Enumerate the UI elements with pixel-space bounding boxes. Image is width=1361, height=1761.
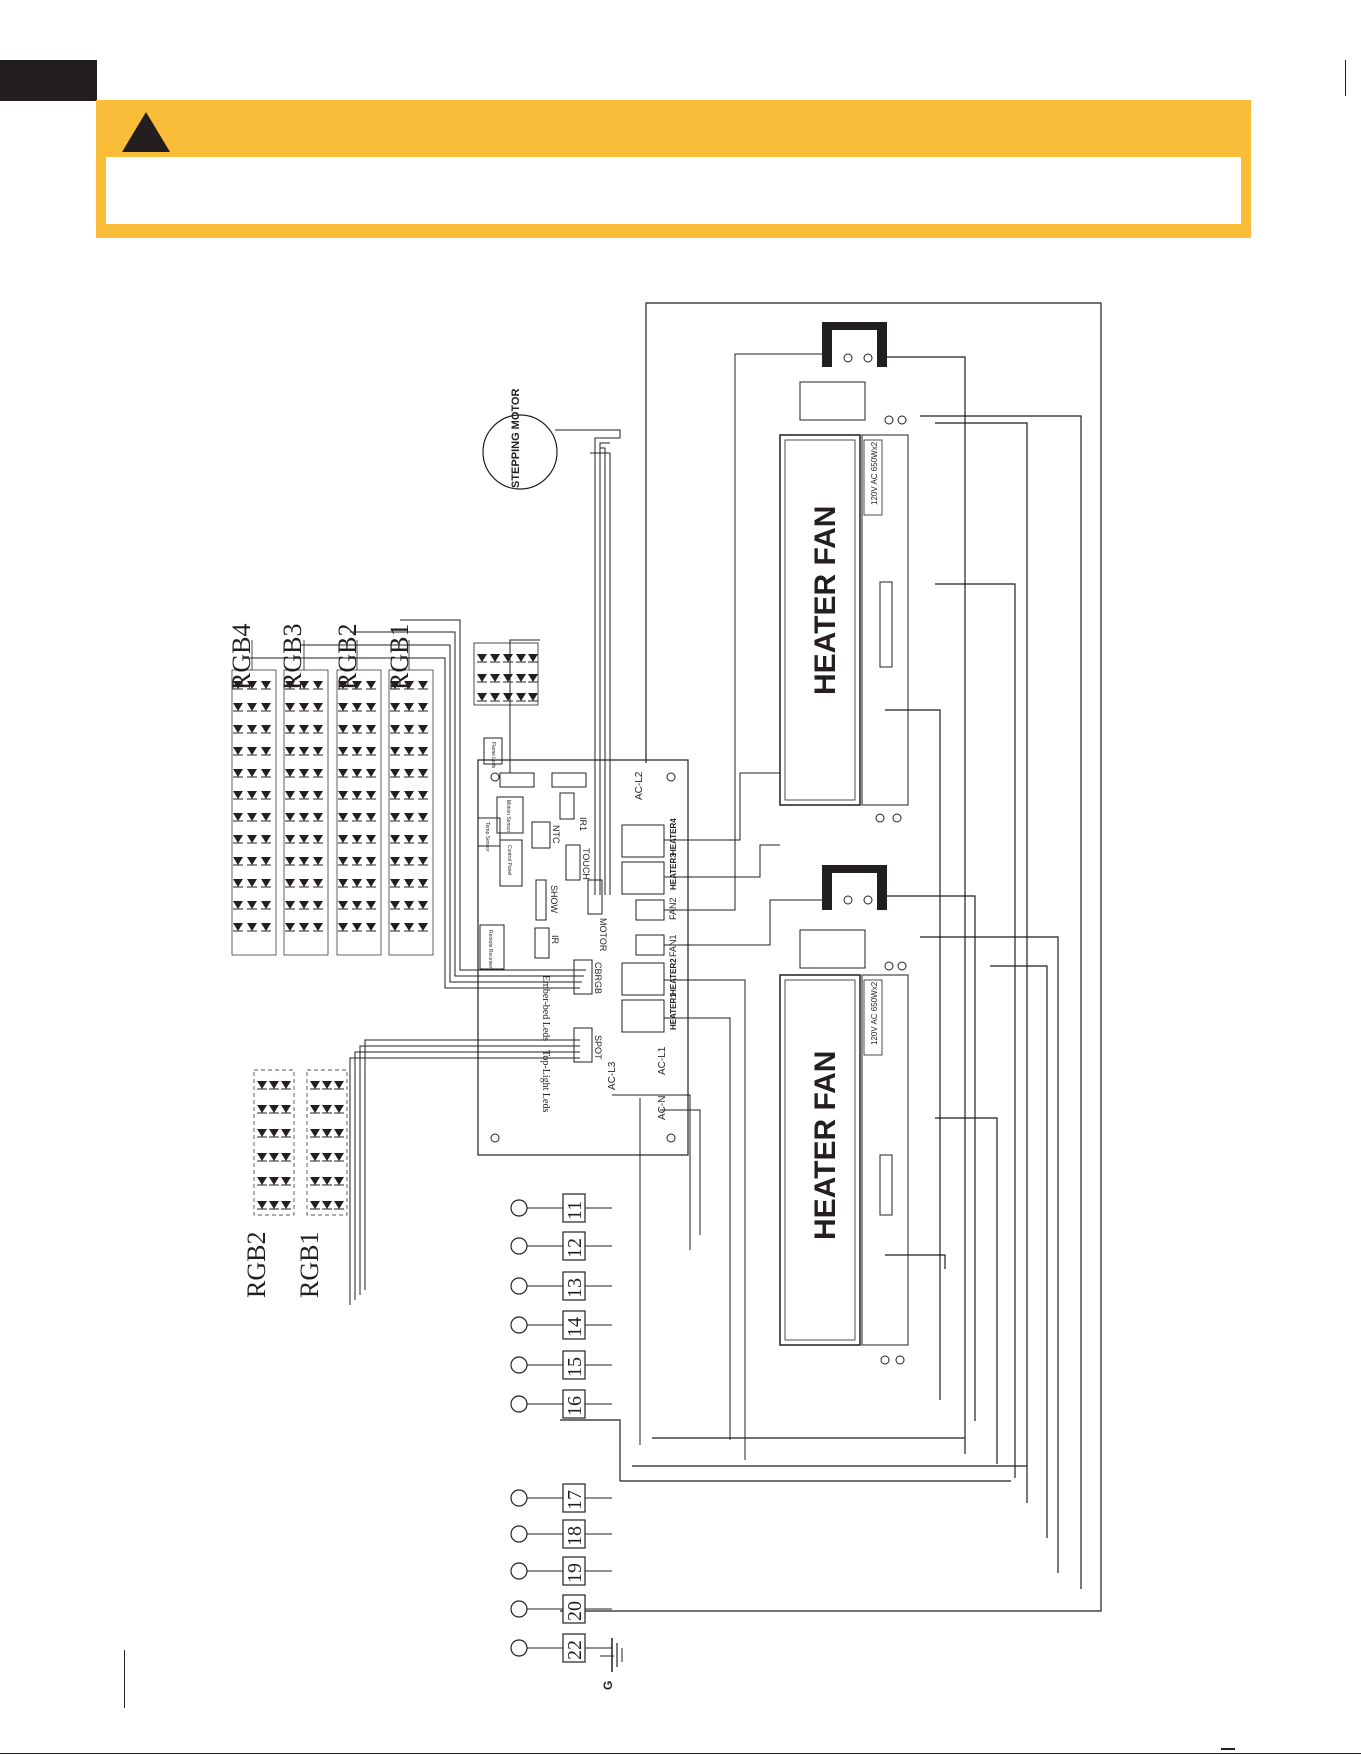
- terminal-18: 18: [510, 1519, 612, 1549]
- terminal-17: 17: [510, 1483, 612, 1513]
- rgb-led-strips-lower: [253, 1069, 348, 1216]
- label-fan1: FAN1: [668, 934, 678, 957]
- label-flame-leds: Flame Leds: [490, 742, 496, 769]
- terminal-screw: [510, 1316, 528, 1334]
- label-ac-l3: AC-L3: [607, 1061, 618, 1090]
- control-board: AC-L2 HEATER4 HEATER3 FAN2 FAN1 HEATER2 …: [477, 737, 689, 1156]
- terminal-label: 22: [564, 1640, 586, 1660]
- warning-banner: [96, 100, 1251, 238]
- terminal-22: 22: [510, 1633, 612, 1663]
- terminal-19: 19: [510, 1556, 612, 1586]
- terminal-screw: [510, 1639, 528, 1657]
- terminal-label: 19: [564, 1563, 586, 1583]
- rgb3-label: RGB3: [278, 624, 307, 690]
- warning-body: [106, 157, 1241, 224]
- terminal-label: 15: [564, 1357, 586, 1377]
- label-remote-receiver: Remote Receiver: [487, 930, 493, 969]
- rgb-strip-4: [388, 640, 434, 956]
- terminal-screw: [510, 1489, 528, 1507]
- terminal-screw: [510, 1277, 528, 1295]
- heater-fan-label-1: HEATER FAN: [809, 506, 842, 695]
- terminal-screw: [510, 1237, 528, 1255]
- terminal-13: 13: [510, 1271, 612, 1301]
- terminal-screw: [510, 1562, 528, 1580]
- rgb-lower-strip-1: [253, 1069, 295, 1216]
- rgb-lower-strip-2: [306, 1069, 348, 1216]
- ground-label: G: [601, 1681, 615, 1690]
- label-heater4: HEATER4: [669, 818, 678, 855]
- terminal-label: 14: [564, 1317, 586, 1337]
- outer-wiring: [560, 302, 1102, 1612]
- stepping-motor-label: STEPPING MOTOR: [510, 389, 522, 488]
- rgb-lower-labels: RGB2 RGB1: [242, 1232, 324, 1298]
- label-motion-sensor: Motion Sensor: [505, 800, 511, 833]
- label-fan2: FAN2: [668, 897, 678, 920]
- label-control-panel: Control Panel: [506, 845, 512, 875]
- terminal-label: 17: [564, 1490, 586, 1510]
- label-heater3: HEATER3: [669, 853, 678, 890]
- terminal-14: 14: [510, 1310, 612, 1340]
- label-ac-n: AC-N: [657, 1096, 668, 1120]
- board-wiring: [250, 353, 822, 1460]
- terminal-label: 12: [564, 1238, 586, 1258]
- label-ir1: IR1: [578, 817, 588, 831]
- terminal-block: 11 12 13 14 15 16 17 18 19 20 22: [510, 1193, 612, 1663]
- label-ir: IR: [550, 935, 560, 945]
- terminal-label: 11: [564, 1201, 586, 1220]
- terminal-label: 16: [564, 1396, 586, 1416]
- heater-element-label-2: 120V AC 650Wx2: [870, 981, 879, 1045]
- heater-fan-2: 120V AC 650Wx2 HEATER FAN: [779, 865, 909, 1365]
- rgb-led-strips-upper: [231, 640, 434, 956]
- terminal-11: 11: [510, 1193, 612, 1223]
- crop-mark: [1345, 60, 1346, 96]
- footer-mark: [1221, 1748, 1235, 1750]
- warning-triangle-icon: [122, 112, 170, 152]
- footer-rule-left: [124, 1650, 125, 1708]
- terminal-screw: [510, 1356, 528, 1374]
- rgb1-lower-label: RGB1: [295, 1232, 324, 1298]
- ground-symbol: G: [600, 1638, 623, 1690]
- heater-fan-1: 120V AC 650Wx2 HEATER FAN: [779, 322, 909, 823]
- terminal-screw: [510, 1395, 528, 1413]
- label-ember-bed: Ember-bed Leds: [540, 975, 551, 1041]
- label-top-light: Top-Light Leds: [540, 1050, 551, 1112]
- terminal-12: 12: [510, 1231, 612, 1261]
- label-spot: SPOT: [593, 1035, 603, 1060]
- label-touch: TOUCH: [581, 848, 591, 880]
- label-cbrgb: CBRGB: [593, 962, 603, 994]
- terminal-label: 13: [564, 1278, 586, 1298]
- label-temp-sensor: Temp Sensor: [484, 822, 490, 852]
- heater-element-label-1: 120V AC 650Wx2: [870, 441, 879, 505]
- heater-fan-label-2: HEATER FAN: [809, 1051, 842, 1240]
- rgb2-lower-label: RGB2: [242, 1232, 271, 1298]
- terminal-screw: [510, 1600, 528, 1618]
- terminal-screw: [510, 1199, 528, 1217]
- rgb1-label: RGB1: [385, 624, 414, 690]
- stepping-motor: STEPPING MOTOR: [482, 389, 621, 490]
- rgb2-label: RGB2: [333, 624, 362, 690]
- terminal-16: 16: [510, 1389, 612, 1419]
- terminal-label: 20: [564, 1601, 586, 1621]
- label-heater1: HEATER1: [669, 993, 678, 1030]
- terminal-screw: [510, 1525, 528, 1543]
- label-motor: MOTOR: [598, 918, 608, 952]
- rgb-strip-1: [231, 640, 277, 956]
- footer-rule: [0, 1753, 1361, 1754]
- rgb-upper-labels: RGB4 RGB3 RGB2 RGB1: [227, 624, 414, 690]
- section-tab: [0, 60, 97, 101]
- terminal-label: 18: [564, 1526, 586, 1546]
- rgb4-label: RGB4: [227, 624, 256, 690]
- rgb-strip-2: [283, 640, 329, 956]
- flame-led-array: [473, 642, 539, 706]
- terminal-15: 15: [510, 1350, 612, 1380]
- rgb-strip-3: [336, 640, 382, 956]
- label-ac-l1: AC-L1: [657, 1046, 668, 1075]
- label-ntc: NTC: [551, 825, 561, 844]
- terminal-20: 20: [510, 1594, 612, 1624]
- label-show: SHOW: [549, 885, 559, 914]
- label-heater2: HEATER2: [669, 958, 678, 995]
- label-ac-l2: AC-L2: [634, 771, 645, 800]
